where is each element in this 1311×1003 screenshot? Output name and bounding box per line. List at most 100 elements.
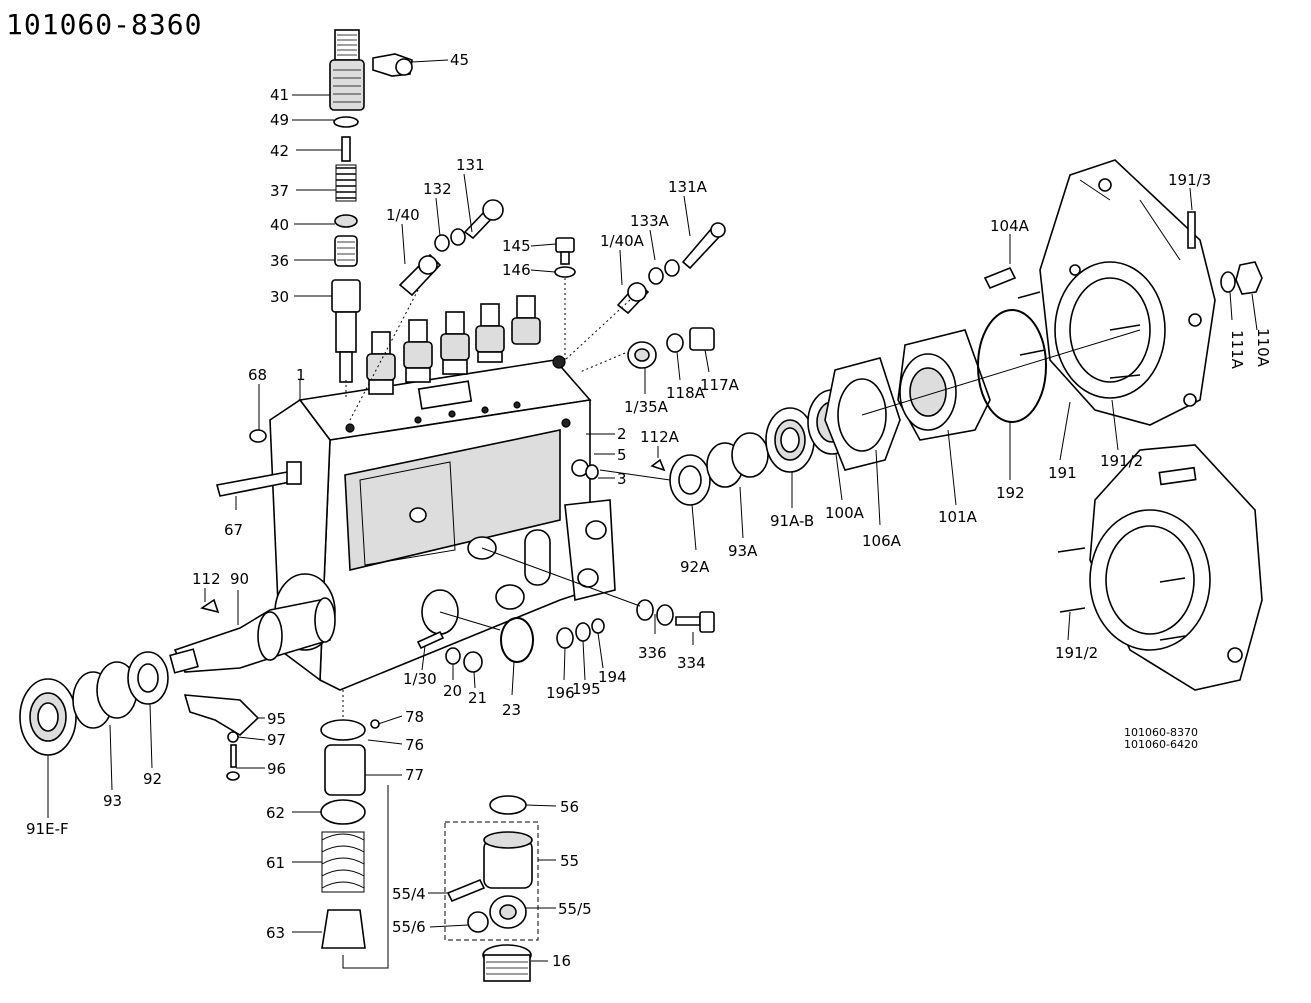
- key-112[interactable]: [200, 598, 220, 614]
- roller-55-5[interactable]: [489, 895, 527, 929]
- screw-96[interactable]: [226, 744, 240, 781]
- callout-36: 36: [270, 252, 289, 270]
- bearing-91A-B[interactable]: [765, 407, 815, 473]
- washer-194[interactable]: [591, 618, 605, 634]
- callout-101A: 101A: [938, 508, 978, 526]
- callout-55-6: 55/6: [392, 918, 426, 936]
- governor-housing-alt[interactable]: [1057, 444, 1263, 691]
- washer-118A[interactable]: [666, 333, 684, 353]
- callout-336: 336: [638, 644, 667, 662]
- callout-21: 21: [468, 689, 487, 707]
- control-rod-67[interactable]: [215, 461, 302, 497]
- washer-132[interactable]: [434, 228, 466, 252]
- spring-seat-77[interactable]: [324, 744, 366, 796]
- callout-49: 49: [270, 111, 289, 129]
- bolt-145[interactable]: [555, 237, 575, 265]
- callout-95: 95: [267, 710, 286, 728]
- shim-93[interactable]: [72, 661, 138, 729]
- callout-93: 93: [103, 792, 122, 810]
- callout-112A: 112A: [640, 428, 680, 446]
- o-ring-23[interactable]: [500, 617, 534, 663]
- callout-131A: 131A: [668, 178, 708, 196]
- camshaft-90[interactable]: [169, 597, 336, 674]
- delivery-valve-holder[interactable]: [329, 29, 365, 111]
- callout-77: 77: [405, 766, 424, 784]
- tappet-assembly-box: [444, 821, 539, 941]
- callout-118A: 118A: [666, 384, 706, 402]
- banjo-fitting-1-40A[interactable]: [616, 281, 650, 315]
- stud-1-30[interactable]: [416, 630, 445, 650]
- callout-191: 191: [1048, 464, 1077, 482]
- o-ring[interactable]: [333, 116, 359, 128]
- callout-76: 76: [405, 736, 424, 754]
- callout-67: 67: [224, 521, 243, 539]
- clamp-part[interactable]: [372, 53, 413, 77]
- valve-spring[interactable]: [335, 164, 357, 202]
- key-112A[interactable]: [650, 458, 666, 472]
- stud-191-3[interactable]: [1187, 211, 1196, 249]
- tappet-55[interactable]: [483, 831, 533, 889]
- callout-40: 40: [270, 216, 289, 234]
- bolt-117A[interactable]: [689, 327, 715, 351]
- callout-117A: 117A: [700, 376, 740, 394]
- bolt-131[interactable]: [463, 199, 504, 240]
- callout-2: 2: [617, 425, 627, 443]
- callout-97: 97: [267, 731, 286, 749]
- leader-lines: [47, 59, 1258, 962]
- callout-16: 16: [552, 952, 571, 970]
- callout-195: 195: [572, 680, 601, 698]
- plunger-spring-61[interactable]: [321, 831, 365, 893]
- washer-56[interactable]: [489, 795, 527, 815]
- note-variant-2: 101060-6420: [1124, 738, 1198, 751]
- bearing-cover-101A[interactable]: [897, 329, 991, 441]
- callout-78: 78: [405, 708, 424, 726]
- screw-68[interactable]: [249, 429, 267, 443]
- callout-1: 1: [296, 366, 306, 384]
- fitting-131A[interactable]: [681, 222, 726, 270]
- note-variant-1: 101060-8370: [1124, 726, 1198, 739]
- fitting-1-35A[interactable]: [627, 341, 657, 369]
- oil-seal-92A[interactable]: [669, 454, 711, 506]
- delivery-valve[interactable]: [334, 235, 358, 267]
- gasket[interactable]: [334, 214, 358, 228]
- gasket-106A[interactable]: [824, 357, 901, 471]
- bearing-91E-F[interactable]: [19, 678, 77, 756]
- washer-146[interactable]: [554, 266, 576, 278]
- washer-20[interactable]: [445, 647, 461, 665]
- pin-78[interactable]: [370, 719, 380, 729]
- bolt-334[interactable]: [675, 611, 715, 633]
- plunger-barrel[interactable]: [331, 279, 361, 383]
- callout-192: 192: [996, 484, 1025, 502]
- callout-68: 68: [248, 366, 267, 384]
- plug-16[interactable]: [482, 944, 532, 982]
- stud-104A[interactable]: [983, 266, 1017, 290]
- control-sleeve-76[interactable]: [320, 719, 366, 741]
- callout-110A: 110A: [1254, 328, 1272, 368]
- spring-seat-62[interactable]: [320, 799, 366, 825]
- bearing-cap-95[interactable]: [183, 694, 260, 736]
- nut-110A[interactable]: [1235, 261, 1263, 295]
- governor-housing-191[interactable]: [1017, 159, 1216, 426]
- callout-61: 61: [266, 854, 285, 872]
- delivery-holders-row[interactable]: [366, 295, 541, 395]
- washers-336[interactable]: [636, 599, 674, 626]
- callout-133A: 133A: [630, 212, 670, 230]
- callout-1-30: 1/30: [403, 670, 437, 688]
- banjo-fitting-1-40[interactable]: [398, 253, 442, 297]
- callout-1-35A: 1/35A: [624, 398, 669, 416]
- stopper[interactable]: [341, 136, 351, 162]
- spring-seat-63[interactable]: [321, 909, 366, 949]
- washer-195[interactable]: [575, 622, 591, 642]
- oil-seal-92[interactable]: [127, 651, 169, 705]
- pin-55-4[interactable]: [446, 878, 486, 903]
- nut-21[interactable]: [463, 651, 483, 673]
- washer-97[interactable]: [227, 731, 239, 743]
- washer-196[interactable]: [556, 627, 574, 649]
- plug-3[interactable]: [571, 459, 599, 480]
- bushing-55-6[interactable]: [467, 911, 489, 933]
- alignment-lines: [342, 278, 1141, 969]
- washer-133A[interactable]: [648, 259, 680, 285]
- o-ring-192[interactable]: [977, 309, 1047, 423]
- shim-93A[interactable]: [706, 432, 769, 488]
- washer-111A[interactable]: [1220, 271, 1236, 293]
